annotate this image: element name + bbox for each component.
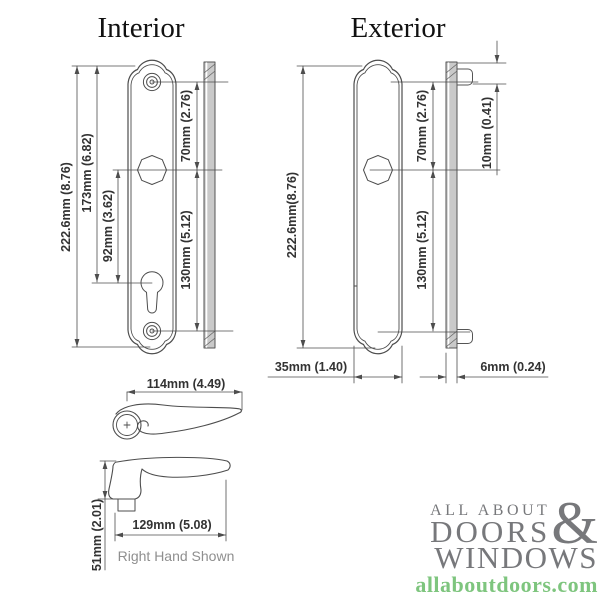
interior-plate (127, 59, 177, 355)
handle-top-dimension (126, 389, 243, 411)
handle-side-dimensions (97, 460, 227, 571)
handle-note: Right Hand Shown (118, 548, 235, 564)
logo-ampersand: & (551, 490, 598, 557)
exterior-plate-inner-line (356, 64, 400, 350)
title-exterior: Exterior (350, 12, 445, 44)
logo-doors: DOORS (430, 514, 551, 550)
exterior-dimension-labels: 222.6mm(8.76) 70mm (2.76) 130mm (5.12) 1… (275, 90, 546, 374)
exterior-plate-outline (353, 59, 403, 355)
dim-interior-screw-to-spindle: 70mm (2.76) (179, 90, 193, 162)
logo-column: ALL ABOUT DOORS (430, 502, 551, 550)
dim-exterior-overall: 222.6mm(8.76) (285, 172, 299, 258)
logo-windows: WINDOWS (434, 540, 598, 576)
handle-top-blade (115, 403, 242, 435)
logo-all-about: ALL ABOUT (430, 502, 551, 520)
dim-interior-overall: 222.6mm (8.76) (59, 162, 73, 252)
handle-top-view (112, 403, 242, 440)
handle-side-view (108, 456, 231, 512)
handle-spindle-stub (117, 498, 136, 512)
logo-url: allaboutdoors.com (415, 572, 598, 597)
exterior-dimensions (267, 40, 549, 384)
dim-interior-top-to-cylinder: 173mm (6.82) (80, 133, 94, 212)
dim-exterior-tab: 10mm (0.41) (480, 97, 494, 169)
dim-exterior-width: 35mm (1.40) (275, 360, 347, 374)
exterior-plate (353, 59, 403, 355)
dim-handle-top-length: 114mm (4.49) (147, 377, 226, 391)
dim-interior-spindle-to-bottom-screw: 130mm (5.12) (179, 210, 193, 289)
exterior-bottom-lug (456, 329, 473, 344)
interior-plate-inner-line (130, 64, 174, 350)
logo-row: ALL ABOUT DOORS & (415, 490, 598, 557)
interior-dimensions (71, 65, 234, 348)
exterior-side-profile (445, 61, 473, 349)
interior-side-profile (203, 61, 216, 349)
brand-logo: ALL ABOUT DOORS & WINDOWS allaboutdoors.… (415, 490, 598, 597)
interior-dimension-labels: 222.6mm (8.76) 173mm (6.82) 92mm (3.62) … (59, 90, 193, 290)
exterior-spindle-hole (363, 155, 393, 185)
interior-cylinder-hole (140, 271, 164, 314)
title-interior: Interior (98, 12, 185, 44)
dim-interior-spindle-to-cylinder: 92mm (3.62) (101, 190, 115, 262)
dim-exterior-thickness: 6mm (0.24) (480, 360, 545, 374)
dim-handle-side-length: 129mm (5.08) (132, 518, 211, 532)
dim-exterior-screw-to-spindle: 70mm (2.76) (415, 90, 429, 162)
handle-side-outline (108, 456, 231, 500)
dim-handle-height: 51mm (2.01) (90, 499, 104, 571)
dim-exterior-spindle-to-bottom-screw: 130mm (5.12) (415, 210, 429, 289)
exterior-top-lug (456, 68, 473, 86)
interior-plate-outline (127, 59, 177, 355)
